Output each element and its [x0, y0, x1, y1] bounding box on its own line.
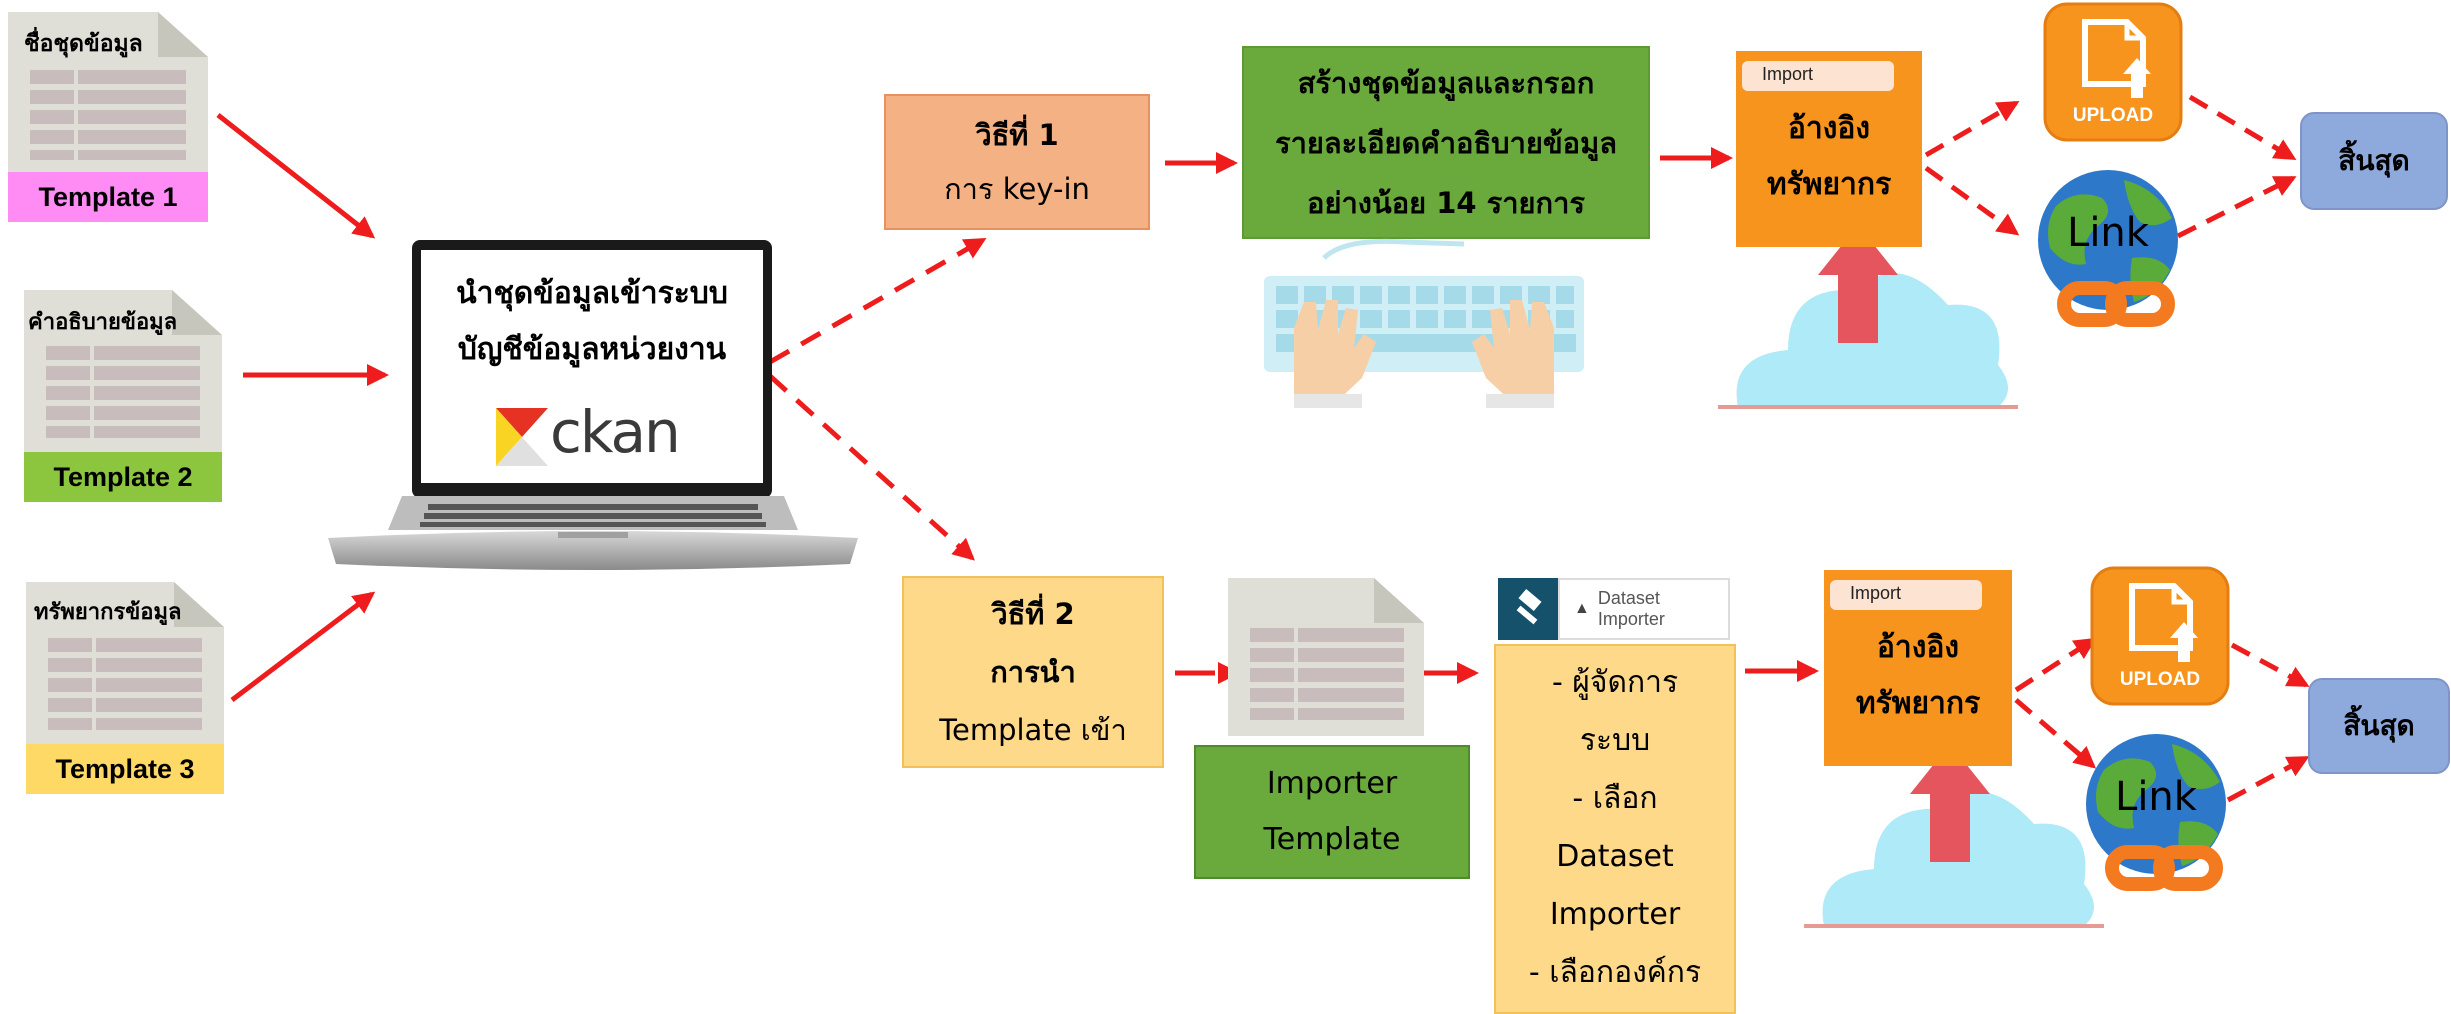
link-label: Link	[2067, 210, 2149, 256]
import-card-bottom: Import อ้างอิง ทรัพยากร	[1804, 564, 2104, 934]
import-line-2: ทรัพยากร	[1855, 686, 1981, 721]
document-icon	[1228, 578, 1424, 736]
step-line: - เลือกองค์กร	[1528, 955, 1702, 990]
import-tag: Import	[1742, 61, 1894, 91]
upload-file-icon	[2090, 566, 2230, 706]
keyboard-hands-icon	[1264, 238, 1584, 408]
import-line-2: ทรัพยากร	[1766, 167, 1892, 202]
document-title: ทรัพยากรข้อมูล	[34, 599, 182, 625]
method-2-box: วิธีที่ 2 การนำ Template เข้า	[902, 576, 1164, 768]
step-line: - เลือก	[1572, 781, 1658, 816]
laptop: นำชุดข้อมูลเข้าระบบ บัญชีข้อมูลหน่วยงาน …	[328, 238, 858, 573]
arrow-laptop-to-method2	[768, 374, 975, 561]
hammer-icon	[1516, 588, 1542, 625]
end-box-top: สิ้นสุด	[2300, 112, 2448, 210]
upload-label: UPLOAD	[2072, 105, 2154, 126]
method-1-subtitle: การ key-in	[944, 172, 1090, 206]
link-button-bottom[interactable]: Link	[2084, 732, 2244, 896]
arrow-link-to-end-top	[2176, 175, 2297, 239]
arrow-template3-to-laptop	[230, 591, 376, 702]
method-1-title: วิธีที่ 1	[975, 118, 1059, 152]
template-label: Template 1	[8, 172, 208, 222]
arrow-laptop-to-method1	[768, 237, 987, 365]
document-icon	[8, 12, 208, 172]
keyin-line-3: อย่างน้อย 14 รายการ	[1307, 185, 1585, 220]
import-card-top: Import อ้างอิง ทรัพยากร	[1718, 45, 2018, 415]
upload-file-icon	[2043, 2, 2183, 142]
template-label: Template 2	[24, 452, 222, 502]
document-title: คำอธิบายข้อมูล	[28, 309, 178, 335]
step-line: - ผู้จัดการ	[1551, 665, 1679, 700]
arrow-import-top-to-link	[1924, 165, 2020, 236]
hammer-button[interactable]	[1498, 578, 1558, 640]
document-template-3: ทรัพยากรข้อมูล Template 3	[26, 582, 224, 794]
ckan-logo-icon	[496, 408, 548, 466]
method-2-line-3: Template เข้า	[939, 713, 1127, 747]
arrow-upload-to-end-bottom	[2230, 642, 2310, 688]
cloud-upload-icon	[1718, 225, 2018, 409]
importer-template-box: Importer Template	[1194, 745, 1470, 879]
keyin-line-2: รายละเอียดคำอธิบายข้อมูล	[1275, 125, 1617, 160]
ckan-logo-text: ckan	[550, 398, 681, 466]
document-template-2: คำอธิบายข้อมูล Template 2	[24, 290, 222, 502]
arrow-import-top-to-upload	[1924, 100, 2020, 158]
arrow-import-bottom-to-upload	[2014, 637, 2097, 693]
upload-button-bottom[interactable]: UPLOAD	[2090, 566, 2230, 706]
document-icon	[24, 290, 222, 452]
method-2-line-2: การนำ	[990, 655, 1076, 689]
globe-link-icon	[2038, 170, 2178, 327]
end-box-bottom: สิ้นสุด	[2308, 678, 2450, 774]
keyin-line-1: สร้างชุดข้อมูลและกรอก	[1297, 65, 1595, 100]
document-template-1: ชื่อชุดข้อมูล Template 1	[8, 12, 208, 222]
method-1-box: วิธีที่ 1 การ key-in	[884, 94, 1150, 230]
import-line-1: อ้างอิง	[1787, 111, 1871, 146]
import-tag: Import	[1830, 580, 1982, 610]
import-line-1: อ้างอิง	[1876, 630, 1960, 665]
link-label: Link	[2115, 774, 2197, 820]
cloud-upload-icon	[1804, 744, 2104, 928]
link-button-top[interactable]: Link	[2036, 168, 2196, 332]
arrow-link-to-end-bottom	[2226, 755, 2310, 803]
lock-icon: ▲	[1574, 600, 1590, 617]
document-icon	[26, 582, 224, 744]
upload-label: UPLOAD	[2119, 669, 2201, 690]
step-line: Dataset	[1556, 839, 1674, 874]
upload-button-top[interactable]: UPLOAD	[2043, 2, 2183, 142]
dataset-importer-steps: - ผู้จัดการ ระบบ - เลือก Dataset Importe…	[1494, 644, 1736, 1014]
arrow-import-bottom-to-link	[2014, 698, 2097, 769]
dataset-importer-tab[interactable]: ▲ Dataset Importer	[1558, 578, 1730, 640]
laptop-line-2: บัญชีข้อมูลหน่วยงาน	[457, 332, 727, 367]
document-title: ชื่อชุดข้อมูล	[24, 30, 143, 57]
template-label: Template 3	[26, 744, 224, 794]
step-line: ระบบ	[1579, 723, 1651, 758]
arrow-upload-to-end-top	[2188, 94, 2297, 161]
method-2-title: วิธีที่ 2	[991, 597, 1075, 631]
arrow-template1-to-laptop	[216, 113, 376, 239]
dataset-importer-tab-label: Dataset Importer	[1597, 588, 1665, 629]
laptop-line-1: นำชุดข้อมูลเข้าระบบ	[456, 276, 728, 311]
importer-template-line-2: Template	[1263, 822, 1401, 857]
keyin-box: สร้างชุดข้อมูลและกรอก รายละเอียดคำอธิบาย…	[1242, 46, 1650, 239]
importer-template-line-1: Importer	[1266, 766, 1398, 801]
globe-link-icon	[2086, 734, 2226, 891]
step-line: Importer	[1549, 897, 1681, 932]
dataset-importer-tab-bar: ▲ Dataset Importer	[1498, 578, 1730, 640]
